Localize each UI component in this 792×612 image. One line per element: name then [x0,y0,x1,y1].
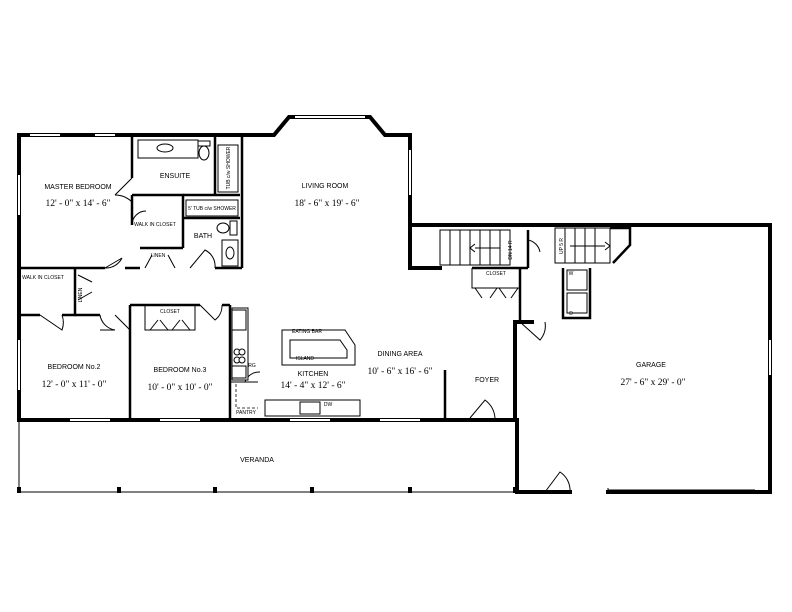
linen-hall-label: LINEN [78,287,84,302]
foyer-label: FOYER [475,377,499,384]
garage-size: 27' - 6" x 29' - 0" [620,378,685,388]
linen-bath-label: LINEN [151,253,166,259]
walk-in-closet-hall-label: WALK IN CLOSET [22,275,64,281]
washer-label: W [569,271,574,277]
room-labels: MASTER BEDROOM 12' - 0" x 14' - 6" ENSUI… [22,146,686,464]
bath-label: BATH [194,233,212,240]
doors [39,177,571,493]
ensuite-tub-label: TUB c/w SHOWER [226,146,232,189]
bath-tub-label: 5' TUB c/w SHOWER [188,206,236,212]
stair-up [554,226,632,264]
living-room-label: LIVING ROOM [302,183,349,190]
kitchen-size: 14' - 4" x 12' - 6" [280,381,345,391]
dn-stair-label: DN 14 R [508,240,514,260]
closet-bed3-label: CLOSET [160,309,180,315]
closet-foyer-label: CLOSET [486,271,506,277]
kitchen-label: KITCHEN [298,371,329,378]
dining-area-size: 10' - 6" x 16' - 6" [367,367,432,377]
island-label: ISLAND [296,356,314,362]
veranda-label: VERANDA [240,457,274,464]
dining-area-label: DINING AREA [377,351,422,358]
master-bedroom-label: MASTER BEDROOM [44,184,111,191]
stair-down [439,229,511,266]
eating-bar-label: EATING BAR [292,329,322,335]
bedroom-3-size: 10' - 0" x 10' - 0" [147,383,212,393]
ensuite-label: ENSUITE [160,173,191,180]
up-stair-label: UP 5 R [559,238,565,254]
fridge-label: RG [248,363,256,369]
pantry-label: PANTRY [236,410,256,416]
living-room-size: 18' - 6" x 19' - 6" [294,199,359,209]
fixtures [17,139,632,493]
master-bedroom-size: 12' - 0" x 14' - 6" [45,199,110,209]
interior-walls [21,137,592,418]
bedroom-3-label: BEDROOM No.3 [154,367,207,374]
dw-label: DW [324,402,333,408]
dryer-label: D [569,311,573,317]
walk-in-closet-master-label: WALK IN CLOSET [134,222,176,228]
bedroom-2-label: BEDROOM No.2 [48,364,101,371]
bedroom-2-size: 12' - 0" x 11' - 0" [42,380,107,390]
garage-label: GARAGE [636,362,666,369]
